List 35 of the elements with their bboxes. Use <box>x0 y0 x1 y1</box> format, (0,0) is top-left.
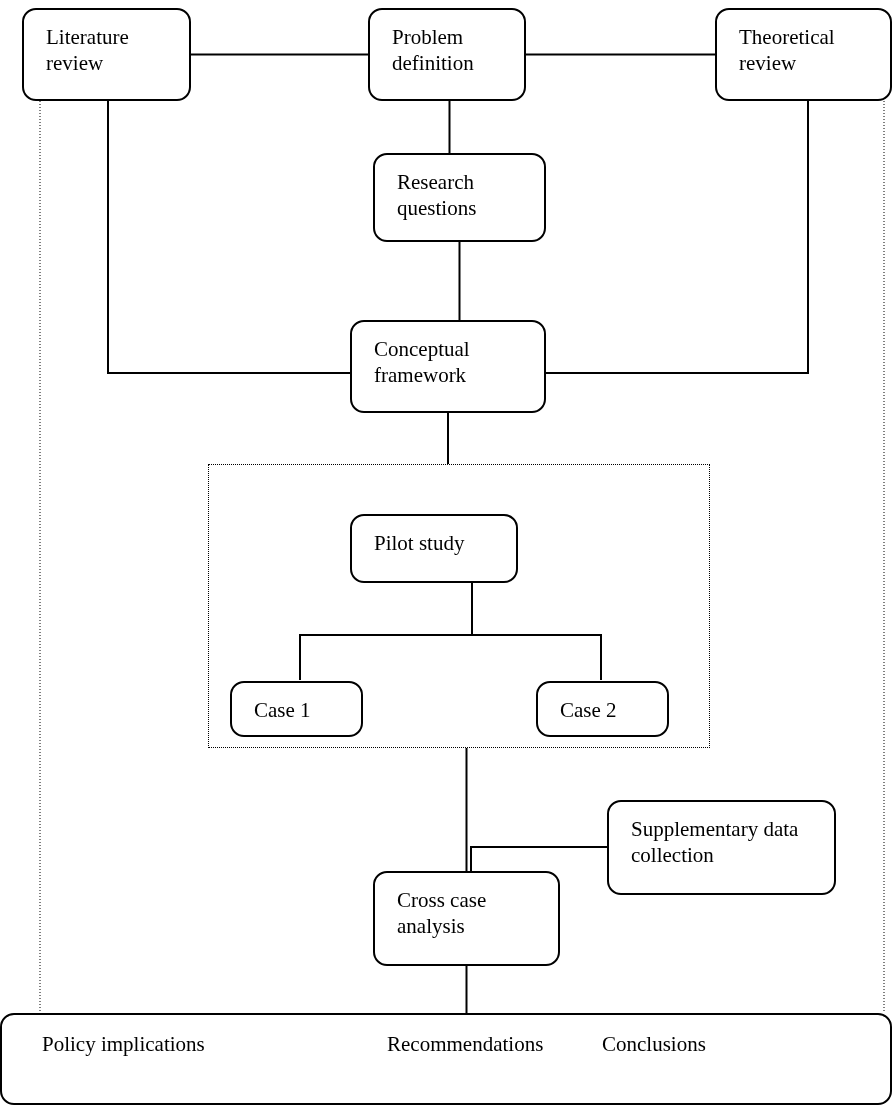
connector-line <box>545 100 809 374</box>
connector-line <box>447 412 449 465</box>
process-box <box>22 8 191 101</box>
process-box <box>373 153 546 242</box>
dotted-group-frame <box>208 464 710 748</box>
box-label: Research questions <box>397 169 478 221</box>
connector-line <box>448 100 451 154</box>
process-box <box>350 514 518 583</box>
box-label: Supplementary data collection <box>631 816 800 868</box>
box-label: Case 1 <box>254 697 312 723</box>
connector-line <box>190 53 369 56</box>
process-box <box>368 8 526 101</box>
box-label: Theoretical review <box>739 24 836 76</box>
connector-line <box>107 100 351 374</box>
connector-line <box>470 846 608 872</box>
connector-line <box>525 53 716 56</box>
box-label: Recommendations <box>387 1031 544 1057</box>
process-box <box>373 871 560 966</box>
process-box <box>350 320 546 413</box>
outcome-box <box>0 1013 892 1105</box>
connector-line <box>458 241 461 321</box>
box-label: Conclusions <box>602 1031 706 1057</box>
box-label: Cross case analysis <box>397 887 488 939</box>
process-box <box>607 800 836 895</box>
connector-line <box>465 747 468 872</box>
process-box <box>230 681 363 737</box>
process-box <box>715 8 892 101</box>
process-box <box>536 681 669 737</box>
box-label: Pilot study <box>374 530 466 556</box>
box-label: Case 2 <box>560 697 618 723</box>
box-label: Policy implications <box>42 1031 205 1057</box>
box-label: Problem definition <box>392 24 475 76</box>
connector-line <box>465 965 468 1014</box>
box-label: Literature review <box>46 24 130 76</box>
box-label: Conceptual framework <box>374 336 471 388</box>
